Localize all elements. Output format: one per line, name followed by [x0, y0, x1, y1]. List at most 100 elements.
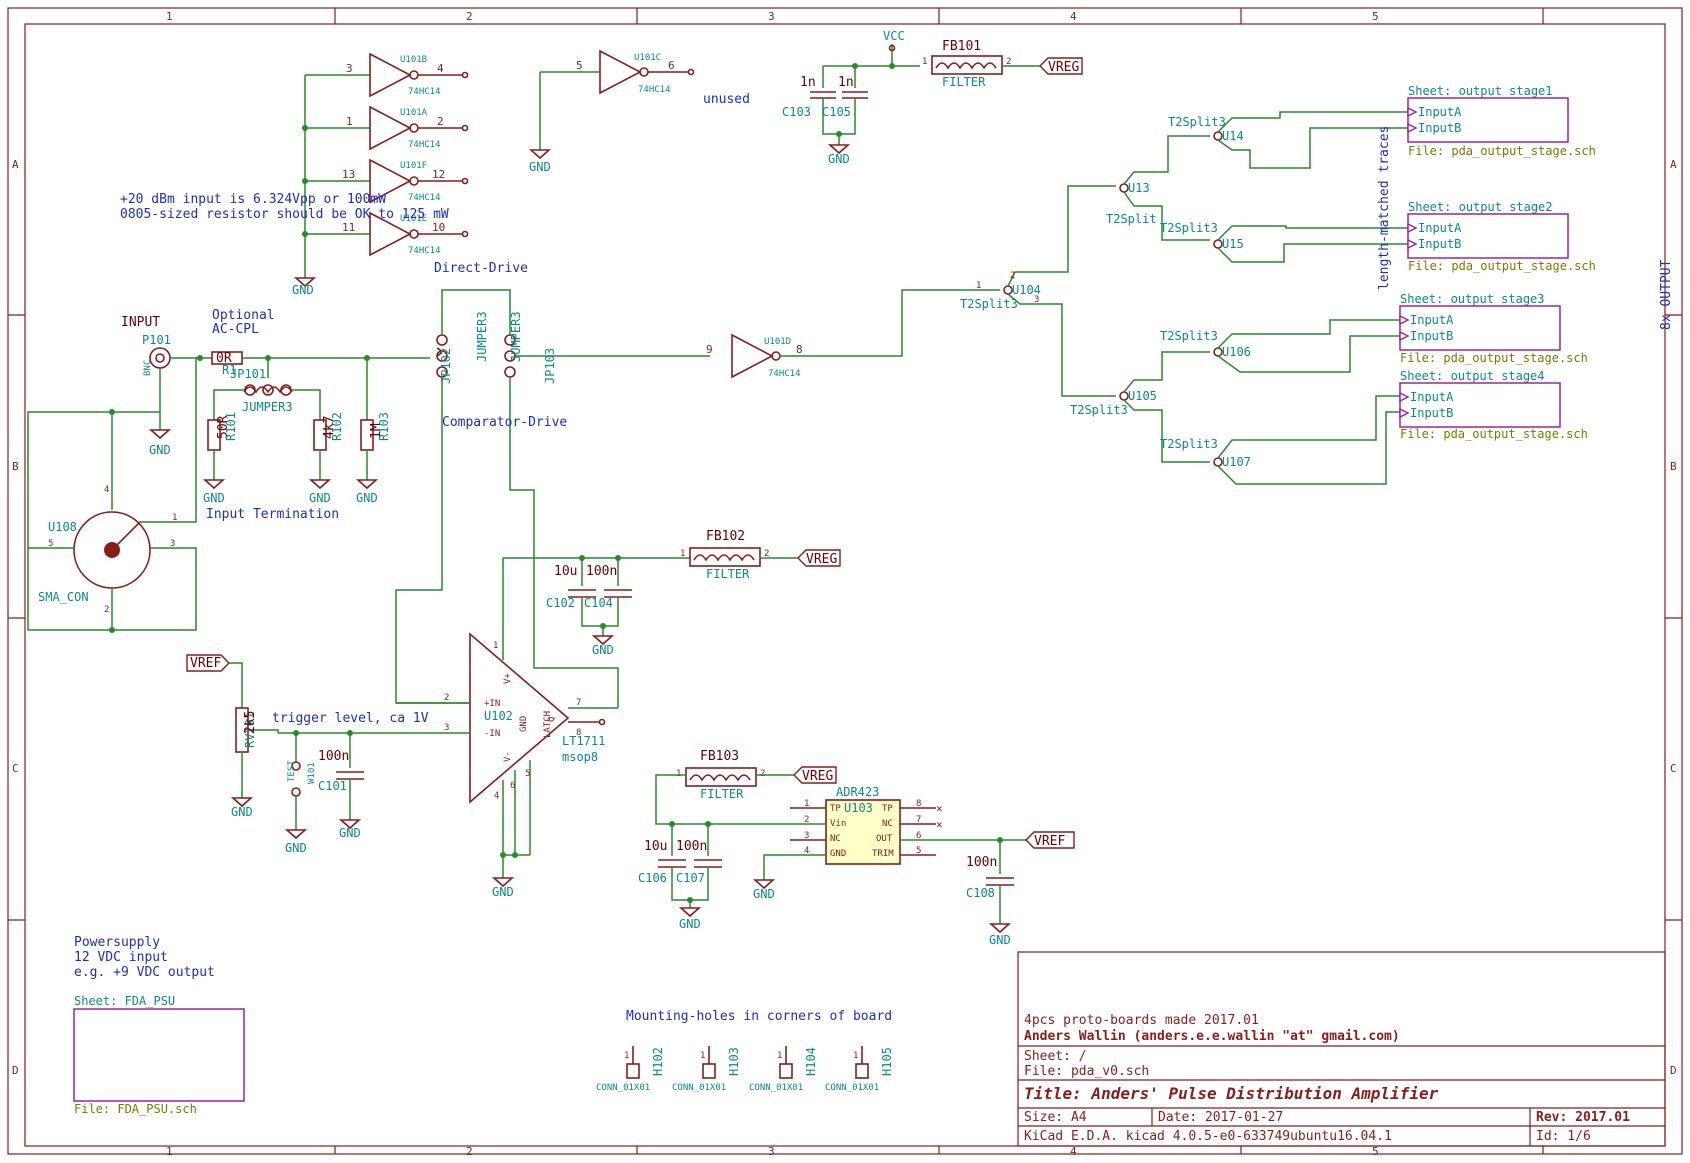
col-label-5: 5 — [1372, 10, 1379, 23]
sheet-output-stage1[interactable]: Sheet: output_stage1 InputA InputB File:… — [1407, 84, 1596, 158]
tb-size: Size: A4 — [1024, 1110, 1087, 1125]
u15-value: T2Split3 — [1160, 221, 1218, 235]
splitter-u15: U15 T2Split3 — [1160, 221, 1408, 263]
c102-value: 10u — [554, 564, 577, 579]
sheet-output-stage2[interactable]: Sheet: output_stage2 InputA InputB File:… — [1407, 200, 1596, 273]
input-section: INPUT Optional AC-CPL P101 BNC GND 0R R1… — [121, 308, 430, 522]
mount-h102: 1 H102 CONN_01X01 — [596, 1046, 665, 1093]
u105-ref: U105 — [1128, 389, 1157, 403]
pin-label: 4 — [494, 791, 499, 801]
fb103-ref: FB103 — [700, 749, 739, 764]
gnd-label: GND — [679, 917, 701, 931]
col-label-3-bottom: 3 — [768, 1145, 775, 1158]
pin-label: 1 — [700, 1051, 705, 1061]
note-input-power: +20 dBm input is 6.324Vpp or 100mW — [120, 192, 386, 207]
col-label-4: 4 — [1070, 10, 1077, 23]
tb-sheet: Sheet: / — [1024, 1049, 1087, 1064]
note-mounting-holes: Mounting-holes in corners of board — [626, 1009, 892, 1024]
c106-ref: C106 — [638, 871, 667, 885]
c101-ref: C101 — [318, 779, 347, 793]
gnd-label: GND — [828, 152, 850, 166]
u14-value: T2Split3 — [1168, 115, 1226, 129]
tb-comment: 4pcs proto-boards made 2017.01 — [1024, 1013, 1259, 1028]
value-label: 74HC14 — [408, 246, 441, 256]
sheet-fda-psu[interactable]: Sheet: FDA_PSU File: FDA_PSU.sch — [73, 994, 245, 1116]
inverter-u101e: 11 10 U101E 74HC14 — [342, 211, 469, 257]
pin-label: 8 — [916, 799, 921, 809]
note-comparator-drive: Comparator-Drive — [442, 415, 567, 430]
pin-name: TRIM — [872, 849, 894, 859]
u104-value: T2Split3 — [960, 297, 1018, 311]
vref-port-2: VREF — [1034, 834, 1065, 849]
u13-value: T2Split — [1106, 212, 1157, 226]
tb-date: Date: 2017-01-27 — [1158, 1110, 1283, 1125]
pin-label: 4 — [437, 62, 444, 75]
row-label-a: A — [12, 158, 19, 171]
row-label-b-right: B — [1670, 460, 1677, 473]
c108-value: 100n — [966, 855, 997, 870]
mount-h104: 1 H104 CONN_01X01 — [749, 1046, 818, 1093]
c108-ref: C108 — [966, 886, 995, 900]
pin-label: 3 — [804, 831, 809, 841]
gnd-label: GND — [592, 643, 614, 657]
note-input: INPUT — [121, 315, 160, 330]
note-powersupply: Powersupply — [74, 935, 160, 950]
h104-ref: H104 — [804, 1047, 818, 1076]
pin-label: 5 — [576, 59, 583, 72]
sheet-name: Sheet: output_stage4 — [1400, 369, 1545, 383]
row-label-d-right: D — [1670, 1064, 1677, 1077]
sheet-output-stage4[interactable]: Sheet: output_stage4 InputA InputB File:… — [1399, 369, 1588, 441]
pin-label: 1 — [624, 1051, 629, 1061]
sheet-file: File: pda_output_stage.sch — [1400, 427, 1588, 441]
splitter-u106: U106 T2Split3 — [1160, 319, 1400, 373]
pin-label: 4 — [104, 485, 109, 495]
r103-ref: R103 — [377, 412, 391, 441]
col-label-1-bottom: 1 — [166, 1145, 173, 1158]
gnd-label: GND — [339, 826, 361, 840]
pin-label: 10 — [432, 221, 445, 234]
pin-name: GND — [519, 716, 529, 732]
tb-tool: KiCad E.D.A. kicad 4.0.5-e0-633749ubuntu… — [1024, 1129, 1392, 1144]
pin-label: 2 — [1010, 271, 1015, 281]
c103-value: 1n — [800, 75, 816, 90]
r103-value: 1M — [369, 423, 384, 439]
w101-value: TEST — [287, 760, 297, 782]
pin-label: 1 — [346, 115, 353, 128]
sheet-output-stage3[interactable]: Sheet: output_stage3 InputA InputB File:… — [1399, 292, 1588, 365]
splitter-tree: U104 T2Split3 1 2 3 U13 T2Split U14 T2Sp… — [960, 111, 1674, 485]
pin-label: 1 — [804, 799, 809, 809]
pin-label: 2 — [444, 693, 449, 703]
pin-label: 5 — [525, 769, 530, 779]
sheet-name: Sheet: output_stage3 — [1400, 292, 1545, 306]
rv101-value: 2k5 — [243, 711, 258, 734]
pin-name: V- — [503, 751, 513, 762]
psu-section: Powersupply 12 VDC input e.g. +9 VDC out… — [74, 935, 215, 980]
sheet-pin: InputB — [1410, 329, 1453, 343]
sheet-pin: InputA — [1418, 105, 1462, 119]
pin-label: 13 — [342, 168, 355, 181]
p101-ref: P101 — [142, 333, 171, 347]
fb102-value: FILTER — [706, 567, 750, 581]
r1-ref: R1 — [222, 363, 236, 377]
w101-ref: W101 — [307, 762, 317, 784]
rv101-ref: RV101 — [243, 712, 257, 748]
drawing-frame: 1 2 3 4 5 1 2 3 4 5 A B C D A B C D — [7, 7, 1683, 1158]
pin-name: -IN — [484, 729, 500, 739]
jp102-ref: JP102 — [439, 348, 453, 384]
ref-label: U101D — [764, 337, 791, 347]
vcc-filter: VCC GND 1n 1n C103 C105 FB101 FILTER 1 2… — [782, 29, 1083, 166]
pin-label: 1 — [493, 641, 498, 651]
col-label-2-bottom: 2 — [466, 1145, 473, 1158]
comparator-u102: +IN -IN V+ V- GND LATCH Q U102 LT1711 ms… — [278, 632, 619, 899]
pin-label: 3 — [170, 539, 175, 549]
u106-ref: U106 — [1222, 345, 1251, 359]
pin-name: TP — [882, 804, 893, 814]
h105-value: CONN_01X01 — [825, 1083, 879, 1093]
pin-label: 8 — [796, 343, 803, 356]
jp101-ref: JP101 — [230, 367, 266, 381]
pin-label: 2 — [1006, 57, 1011, 67]
pin-label: 6 — [668, 59, 675, 72]
pin-name: GND — [830, 849, 846, 859]
splitter-u104: U104 T2Split3 1 2 3 — [960, 185, 1116, 397]
